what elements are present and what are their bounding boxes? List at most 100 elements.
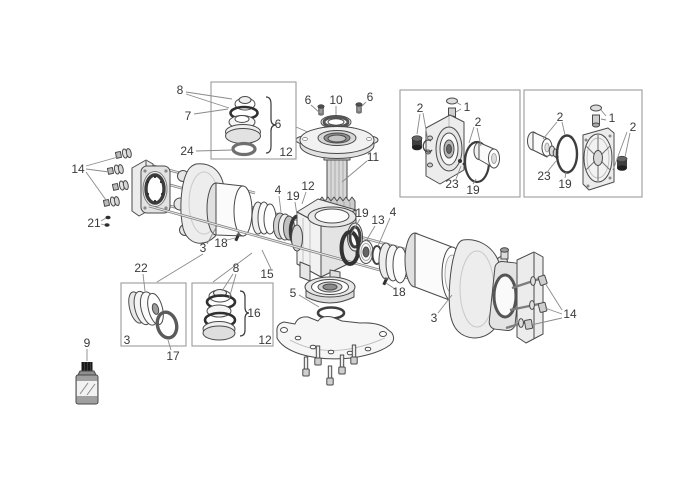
inset-valve-seal-stack [191, 282, 274, 347]
leader-ref-4 [377, 217, 391, 247]
leader-ref-1 [600, 118, 607, 121]
screw-18-right [382, 277, 389, 286]
inset-pump-head-front [399, 89, 521, 198]
drive-flange [295, 126, 379, 161]
callout-ref-19: 19 [355, 206, 369, 220]
callout-ref-19: 19 [286, 189, 300, 203]
leader-ref-1 [455, 101, 462, 106]
leader-ref-17 [167, 339, 172, 351]
callout-ref-4: 4 [390, 205, 397, 219]
valve-cartridge-rear [527, 131, 559, 159]
piston-seal-ring-17 [155, 310, 179, 340]
small-screws-21 [104, 215, 111, 227]
screw-18-left [234, 233, 241, 242]
leader-ref-23 [547, 160, 557, 172]
leader-ref-4 [278, 195, 282, 213]
bearing-cover-5 [304, 276, 356, 320]
right-manifold-plate [516, 251, 544, 344]
leader-ref-1 [600, 109, 607, 117]
leader-ref-2 [561, 121, 566, 136]
callout-ref-3: 3 [200, 241, 207, 255]
leader-ref-3 [437, 294, 453, 314]
callout-ref-21: 21 [87, 216, 101, 230]
valve-oring-rear [555, 134, 579, 174]
left-piston-discs [251, 201, 277, 235]
leader-ref-5 [298, 294, 320, 308]
callout-ref-19: 19 [466, 183, 480, 197]
callout-ref-2: 2 [557, 110, 564, 124]
leader-ref-23 [455, 165, 462, 180]
callout-ref-18: 18 [214, 236, 228, 250]
callout-ref-2: 2 [417, 101, 424, 115]
leader-ref-14 [544, 282, 563, 311]
leader-ref-2 [476, 127, 482, 147]
leader-ref-12 [301, 191, 307, 205]
leader-ref-24 [195, 149, 233, 152]
right-disc-13 [358, 240, 374, 264]
right-clamp-ring [488, 247, 522, 331]
leader-ref-19 [564, 171, 567, 179]
callout-ref-1: 1 [609, 111, 616, 125]
callout-ref-4: 4 [275, 183, 282, 197]
leader-ref-8 [185, 91, 233, 100]
callout-ref-6: 6 [367, 90, 374, 104]
leader-ref-8 [228, 273, 237, 300]
callout-ref-6: 6 [275, 117, 282, 131]
leader-ref-2 [542, 121, 558, 140]
oil-bottle [75, 362, 99, 405]
leader-ref-6 [359, 101, 367, 109]
leader-ref-2 [468, 126, 475, 144]
inset-piston-kit [120, 282, 187, 347]
rubber-grommet [411, 135, 423, 151]
callout-ref-12: 12 [258, 333, 272, 347]
leader-ref-14 [530, 317, 563, 326]
right-piston-discs [378, 242, 408, 284]
leader-ref-2 [422, 112, 429, 142]
callout-ref-24: 24 [180, 144, 194, 158]
callout-ref-19: 19 [558, 177, 572, 191]
valve-pin [458, 159, 462, 163]
callout-ref-7: 7 [185, 109, 192, 123]
brace-ref-16 [239, 290, 250, 337]
callout-ref-8: 8 [233, 261, 240, 275]
leader-ref-14 [85, 168, 110, 173]
leader-ref-2 [416, 113, 421, 135]
left-piston-cylinder [206, 182, 264, 237]
callout-ref-14: 14 [71, 162, 85, 176]
callout-ref-23: 23 [445, 177, 459, 191]
leader-ref-3 [206, 225, 218, 245]
leader-ref-22 [142, 273, 146, 292]
leader-ref-7 [193, 108, 229, 115]
leader-ref-15 [261, 249, 272, 270]
crankcase [291, 198, 363, 287]
head-back-cover [582, 127, 615, 191]
leader-ref-2 [612, 131, 628, 171]
callout-ref-3: 3 [431, 311, 438, 325]
leader-ref-14 [85, 156, 119, 167]
leader-ref-8 [221, 273, 234, 292]
callout-ref-11: 11 [367, 150, 380, 164]
leader-ref-19 [472, 178, 477, 185]
valve-cartridge [473, 142, 500, 169]
leader-ref-6 [310, 104, 321, 114]
callout-ref-5: 5 [290, 286, 297, 300]
callout-ref-1: 1 [464, 100, 471, 114]
callout-ref-2: 2 [475, 115, 482, 129]
leader-ref-18 [385, 282, 396, 290]
flange-bolt-left [317, 104, 325, 116]
callout-ref-16: 16 [247, 306, 261, 320]
bracket-bolts [302, 344, 358, 386]
leader-ref-2 [624, 132, 631, 158]
leader-ref-14 [85, 171, 107, 201]
inset-seal-kit-top [210, 81, 297, 160]
leader-ref-18 [226, 237, 236, 241]
leader-ref-1 [455, 108, 462, 113]
mounting-bracket [276, 316, 395, 360]
callout-ref-12: 12 [279, 145, 293, 159]
leader-ref-13 [365, 225, 376, 242]
leader-ref-19 [350, 218, 361, 235]
callout-ref-3: 3 [124, 333, 131, 347]
callout-ref-17: 17 [166, 349, 180, 363]
